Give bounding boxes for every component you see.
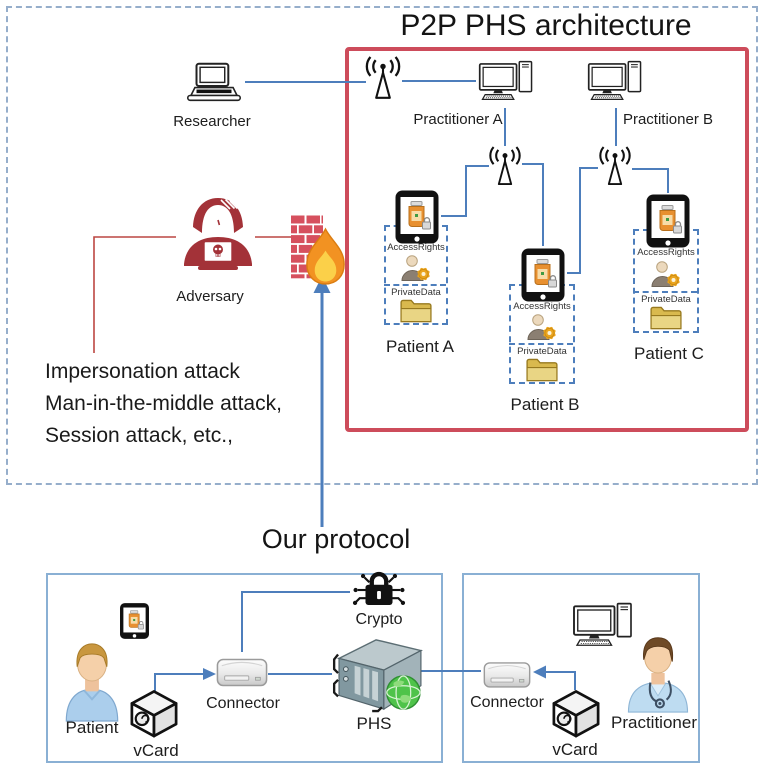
security-boundary-box (6, 6, 758, 485)
vcard-left-label: vCard (133, 741, 179, 760)
data-box-divider (633, 291, 697, 293)
data-box-divider (509, 343, 573, 345)
line-connector-crypto (241, 591, 350, 652)
p2p-architecture-box (345, 47, 749, 432)
private-data-label: PrivateData (641, 294, 691, 305)
line-attacks-adversary (93, 236, 176, 353)
practitioner-b-label: Practitioner B (622, 111, 714, 128)
user-gear-icon (526, 313, 558, 341)
desktop-computer-icon (477, 54, 537, 108)
patient-a-label: Patient A (385, 337, 455, 356)
patient-a-unit: AccessRights PrivateData Patient A (374, 189, 466, 361)
attack-text: Impersonation attack Man-in-the-middle a… (45, 356, 282, 452)
architecture-title: P2P PHS architecture (400, 9, 692, 42)
attack-line-1: Impersonation attack (45, 360, 240, 383)
line-vcard-connector-right (546, 671, 576, 690)
line-antenna2-patient-b (522, 163, 544, 246)
vcard-right-label: vCard (552, 740, 598, 759)
attack-line-2: Man-in-the-middle attack, (45, 392, 282, 415)
data-box-divider (384, 284, 446, 286)
user-gear-icon (400, 254, 432, 282)
adversary-label: Adversary (176, 288, 244, 305)
protocol-patient-box (46, 573, 443, 763)
antenna-icon (596, 146, 634, 188)
tablet-icon (520, 247, 566, 303)
patient-c-unit: AccessRights PrivateData Patient C (623, 193, 715, 365)
tablet-icon (394, 189, 440, 245)
connector-right-label: Connector (470, 694, 544, 711)
private-data-label: PrivateData (517, 346, 567, 357)
folder-icon (525, 357, 559, 382)
protocol-practitioner-box (462, 573, 700, 763)
hacker-icon (177, 196, 259, 276)
tablet-icon (645, 193, 691, 249)
crypto-label: Crypto (355, 611, 403, 628)
phone-icon (119, 595, 150, 647)
folder-icon (399, 298, 433, 323)
vcard-icon (129, 689, 179, 739)
antenna-icon (486, 146, 524, 188)
connector-left-label: Connector (206, 695, 280, 712)
crypto-lock-icon (351, 569, 407, 611)
flame-icon (302, 227, 349, 288)
connector-drive-icon (483, 656, 531, 693)
access-rights-label: AccessRights (513, 301, 571, 312)
folder-icon (649, 305, 683, 330)
line-antenna2-patient-a (441, 165, 489, 217)
patient-b-label: Patient B (510, 395, 580, 414)
line-antenna3-patient-c (632, 168, 669, 193)
phs-label: PHS (356, 714, 392, 733)
protocol-arrowhead (313, 276, 331, 293)
practitioner-label: Practitioner (611, 713, 697, 732)
attack-line-3: Session attack, etc., (45, 424, 233, 447)
patient-b-unit: AccessRights PrivateData Patient B (498, 247, 592, 419)
practitioner-a-label: Practitioner A (413, 111, 503, 128)
laptop-icon (183, 58, 245, 106)
patient-c-label: Patient C (634, 344, 704, 363)
desktop-computer-icon (586, 54, 646, 108)
private-data-label: PrivateData (391, 287, 441, 298)
patient-person-icon (64, 638, 120, 722)
protocol-title: Our protocol (261, 524, 411, 554)
access-rights-label: AccessRights (637, 247, 695, 258)
phs-server-icon (330, 635, 428, 713)
doctor-icon (625, 633, 691, 713)
vcard-icon (551, 689, 601, 739)
researcher-label: Researcher (173, 113, 251, 130)
arrowhead-into-connector-right (533, 665, 546, 679)
antenna-icon (361, 56, 405, 102)
connector-drive-icon (216, 652, 268, 692)
line-vcard-connector-left (154, 673, 203, 691)
line-antenna3-patient-b (567, 167, 598, 274)
arrowhead-into-connector-left (203, 668, 216, 680)
patient-label: Patient (65, 718, 119, 737)
user-gear-icon (650, 260, 682, 288)
access-rights-label: AccessRights (387, 242, 445, 253)
